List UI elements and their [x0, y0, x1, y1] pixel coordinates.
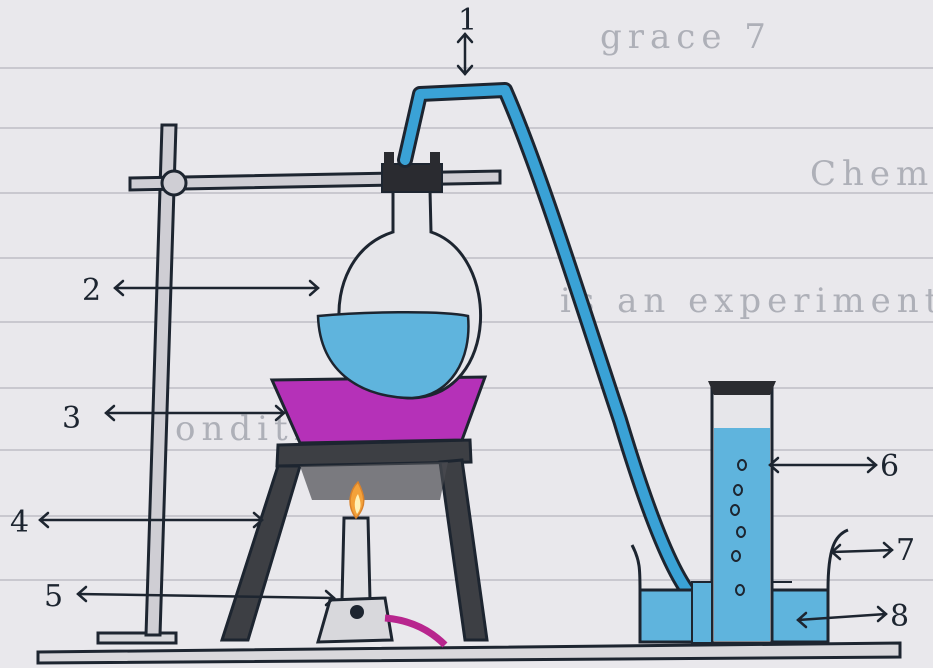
- base-board: [38, 643, 900, 663]
- label-1: 1: [458, 3, 477, 38]
- label-3: 3: [62, 401, 81, 436]
- label-8: 8: [890, 599, 909, 634]
- label-4: 4: [10, 505, 29, 540]
- bleed-text-2: is an experiment: [560, 281, 933, 321]
- bleed-text-1: Chemistry: [810, 154, 933, 194]
- round-bottom-flask: [318, 190, 481, 398]
- bunsen-burner: [318, 482, 445, 645]
- label-7: 7: [896, 533, 915, 568]
- bleed-text-4: grace 7: [600, 17, 772, 57]
- label-6: 6: [880, 449, 899, 484]
- label-5: 5: [44, 579, 63, 614]
- label-2: 2: [82, 273, 101, 308]
